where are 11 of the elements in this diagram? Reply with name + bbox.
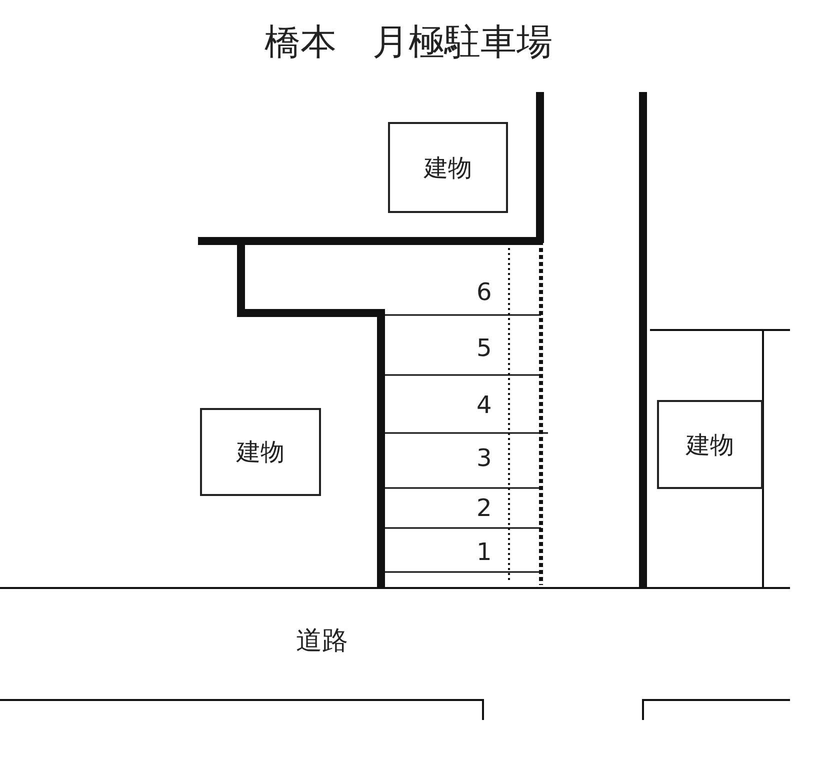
building-box: 建物 [388,122,508,213]
space-number: 4 [476,391,492,419]
title: 橋本 月極駐車場 [264,21,554,65]
space-number: 2 [476,494,492,522]
space-number: 1 [476,538,492,566]
space-number: 5 [476,334,492,362]
building-box: 建物 [657,400,763,489]
building-box: 建物 [200,408,321,496]
space-number: 3 [476,444,492,472]
space-number: 6 [476,278,492,306]
road-label: 道路 [296,624,348,658]
